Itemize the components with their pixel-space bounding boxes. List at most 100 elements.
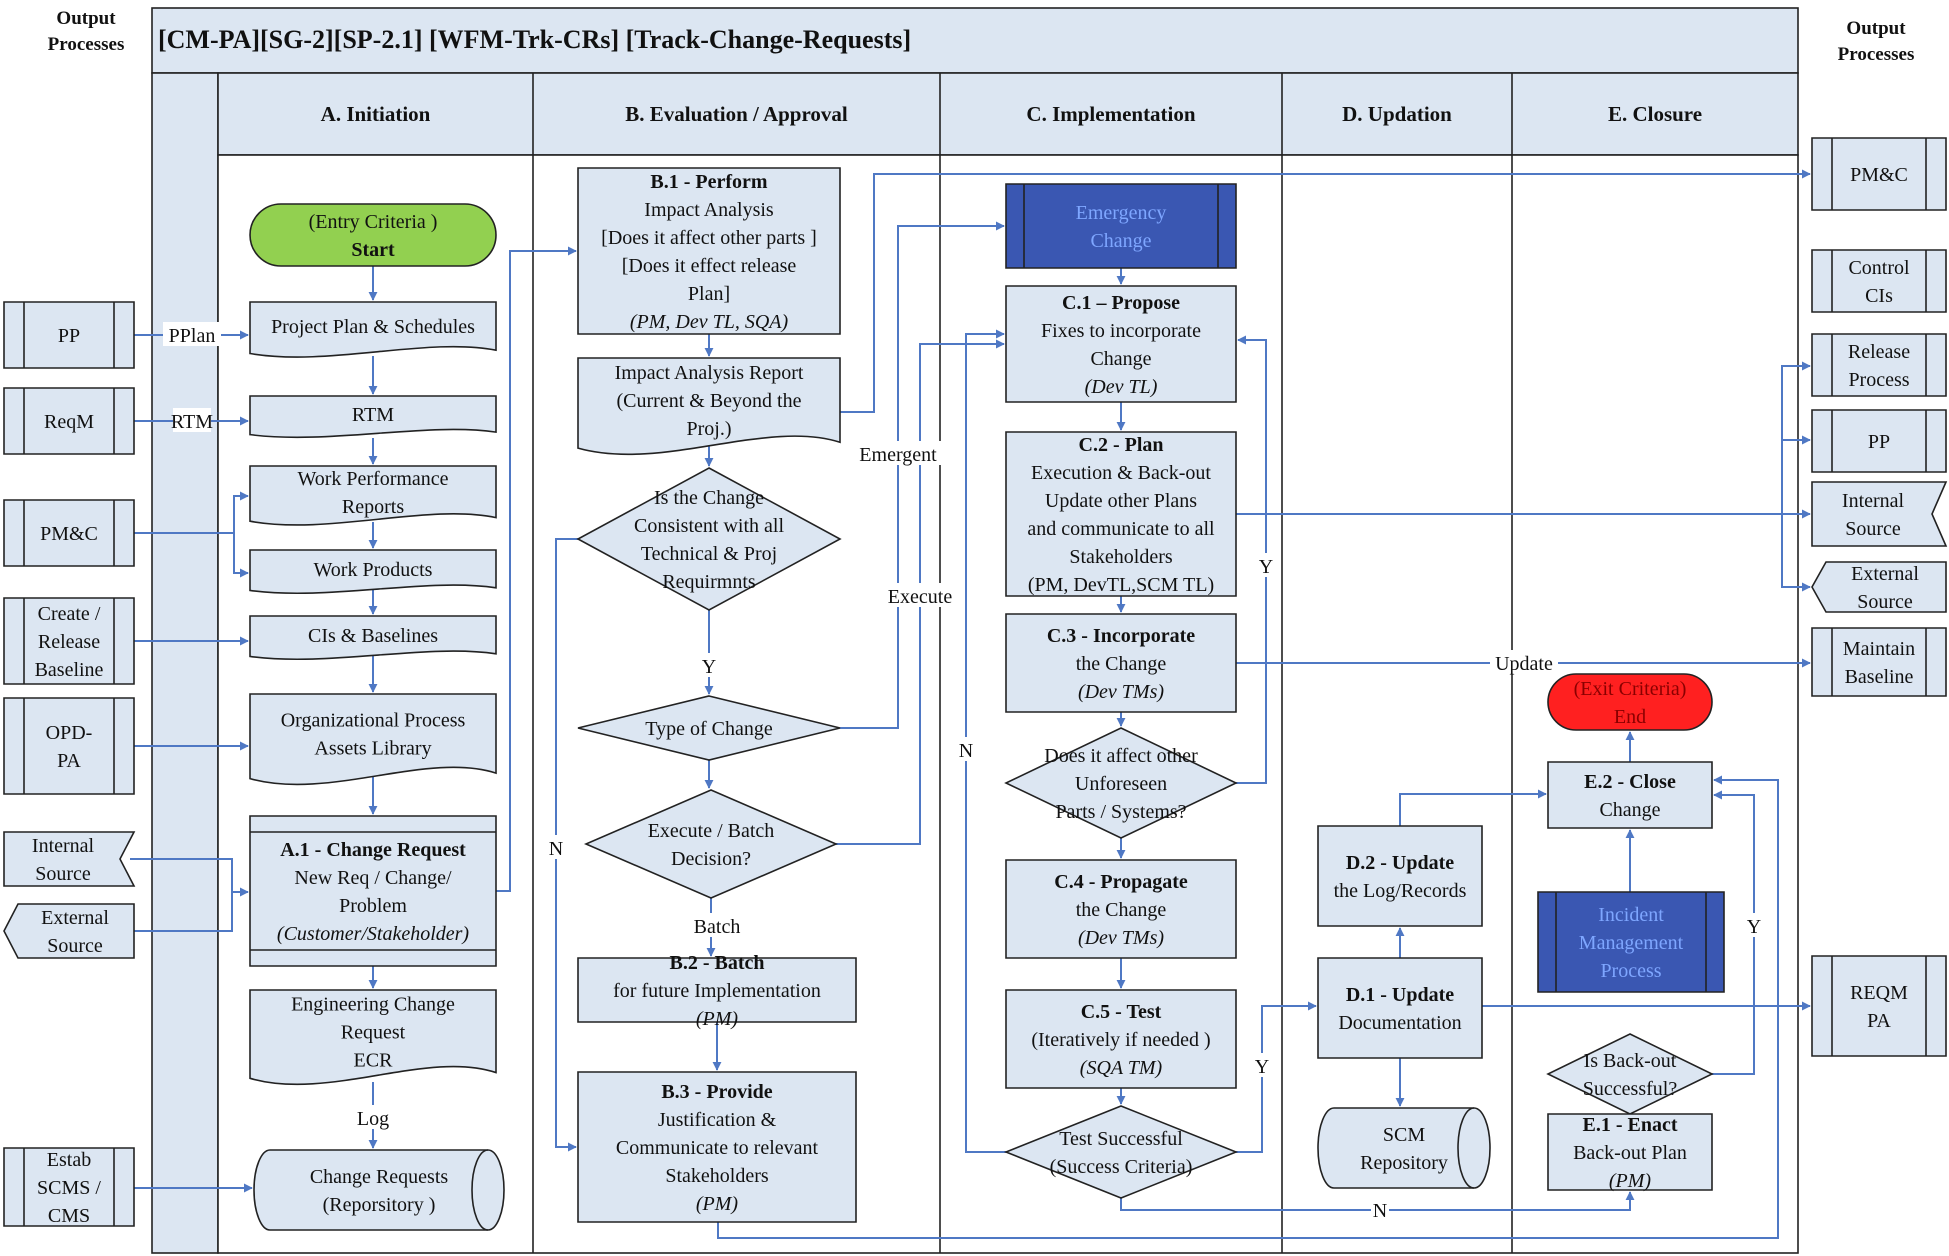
node-c1-line: C.1 – Propose <box>1062 292 1180 314</box>
node-c5: C.5 - Test (Iteratively if needed ) (SQA T… <box>1005 989 1237 1089</box>
node-r-is-line: Source <box>1845 518 1901 540</box>
node-l-es-line: Source <box>47 935 103 957</box>
node-b-cons-line: Requirmnts <box>662 571 756 593</box>
node-l-crb-line: Baseline <box>35 659 104 681</box>
node-e-imp-line: Management <box>1579 932 1684 954</box>
node-e-back-line: Is Back-out <box>1584 1050 1677 1072</box>
edge-label-execute: Execute <box>888 586 953 608</box>
node-b1-line: Impact Analysis <box>644 199 774 221</box>
node-b-iar-line: Proj.) <box>687 418 732 440</box>
node-r-pmc-line: PM&C <box>1850 164 1908 186</box>
node-c4-line: the Change <box>1076 899 1167 921</box>
node-d1-line: Documentation <box>1338 1012 1461 1034</box>
node-a-crr: Change Requests(Reporsitory ) <box>253 1149 505 1231</box>
node-r-pp-line: PP <box>1868 431 1890 453</box>
node-d2-line: the Log/Records <box>1334 880 1467 902</box>
flow-connector <box>134 892 233 932</box>
lane-header-a: A. Initiation <box>321 102 431 126</box>
node-a-rtm: RTM <box>249 395 497 439</box>
node-e-end-line: (Exit Criteria) <box>1574 678 1687 700</box>
node-b-iar: Impact Analysis Report(Current & Beyond … <box>577 357 841 456</box>
node-b1-line: (PM, Dev TL, SQA) <box>630 311 789 333</box>
node-a-wpr-line: Reports <box>342 496 404 518</box>
node-l-es-line: External <box>41 907 109 929</box>
node-a-wpr-line: Work Performance <box>297 468 448 490</box>
node-b1-line: B.1 - Perform <box>650 171 768 193</box>
node-a-start-line: (Entry Criteria ) <box>309 211 438 233</box>
node-a-pps-line: Project Plan & Schedules <box>271 316 475 338</box>
node-b2-line: for future Implementation <box>613 980 821 1002</box>
node-c5-line: (Iteratively if needed ) <box>1031 1029 1210 1051</box>
node-b-cons-line: Is the Change <box>654 487 764 509</box>
node-b3-line: Stakeholders <box>665 1165 769 1187</box>
node-c5-line: C.5 - Test <box>1081 1001 1162 1023</box>
node-b-cons-line: Technical & Proj <box>641 543 777 565</box>
node-b3-line: Justification & <box>658 1109 777 1131</box>
node-a-cis-line: CIs & Baselines <box>308 625 438 647</box>
node-r-pp: PP <box>1811 409 1947 473</box>
flow-connector <box>1781 361 1811 514</box>
node-e1-line: E.1 - Enact <box>1583 1114 1678 1136</box>
node-l-reqm: ReqM <box>3 387 135 455</box>
node-a-rtm-line: RTM <box>352 404 394 426</box>
node-b-exec-line: Decision? <box>671 848 751 870</box>
node-c4-line: C.4 - Propagate <box>1054 871 1188 893</box>
edge-label-pplan: PPlan <box>169 325 216 347</box>
node-b3-line: (PM) <box>696 1193 739 1215</box>
flow-connector <box>840 169 1811 413</box>
diagram-title: [CM-PA][SG-2][SP-2.1] [WFM-Trk-CRs] [Tra… <box>158 25 911 54</box>
flow-connector <box>1236 1001 1317 1153</box>
flow-connector <box>1781 514 1811 592</box>
node-c2-line: Stakeholders <box>1069 546 1173 568</box>
node-l-scms-line: SCMS / <box>37 1177 101 1199</box>
node-c-emerg-line: Emergency <box>1076 202 1167 224</box>
node-a1-line: (Customer/Stakeholder) <box>277 923 470 945</box>
flow-connector <box>717 775 1779 1239</box>
node-c5-line: (SQA TM) <box>1080 1057 1163 1079</box>
node-c-aff-line: Parts / Systems? <box>1055 801 1186 823</box>
node-r-mb-line: Baseline <box>1845 666 1914 688</box>
node-c3-line: C.3 - Incorporate <box>1047 625 1195 647</box>
edge-label-batch: Batch <box>694 916 741 938</box>
node-a1-line: Problem <box>339 895 407 917</box>
flow-connector <box>496 246 577 892</box>
node-l-opd-line: PA <box>57 750 81 772</box>
edge-label-y3: Y <box>1255 1056 1269 1078</box>
node-e2-line: E.2 - Close <box>1584 771 1676 793</box>
node-a-cis: CIs & Baselines <box>249 615 497 661</box>
node-a-opal-line: Organizational Process <box>281 710 466 732</box>
node-l-scms-line: Estab <box>47 1149 91 1171</box>
edge-label-y1: Y <box>702 656 716 678</box>
node-l-opd: OPD- PA <box>3 697 135 795</box>
node-c-test: Test Successful(Success Criteria) <box>1003 1105 1239 1199</box>
node-e-imp-line: Process <box>1600 960 1661 982</box>
node-c2-line: C.2 - Plan <box>1079 434 1164 456</box>
node-c-test-line: Test Successful <box>1059 1128 1183 1150</box>
node-r-pmc: PM&C <box>1811 137 1947 211</box>
node-b-type: Type of Change <box>577 695 841 761</box>
node-d-scm-line: Repository <box>1360 1152 1448 1174</box>
node-l-opd-line: OPD- <box>46 722 93 744</box>
node-e-back-line: Successful? <box>1583 1078 1678 1100</box>
node-a-pps: Project Plan & Schedules <box>249 301 497 358</box>
flow-connector <box>1399 789 1547 826</box>
node-l-crb-line: Release <box>38 631 100 653</box>
node-a-wp: Work Products <box>249 549 497 595</box>
node-b-iar-line: Impact Analysis Report <box>615 362 804 384</box>
flow-connector <box>840 221 1005 729</box>
node-r-rel-line: Release <box>1848 341 1910 363</box>
node-b1-line: [Does it effect release <box>622 255 797 277</box>
